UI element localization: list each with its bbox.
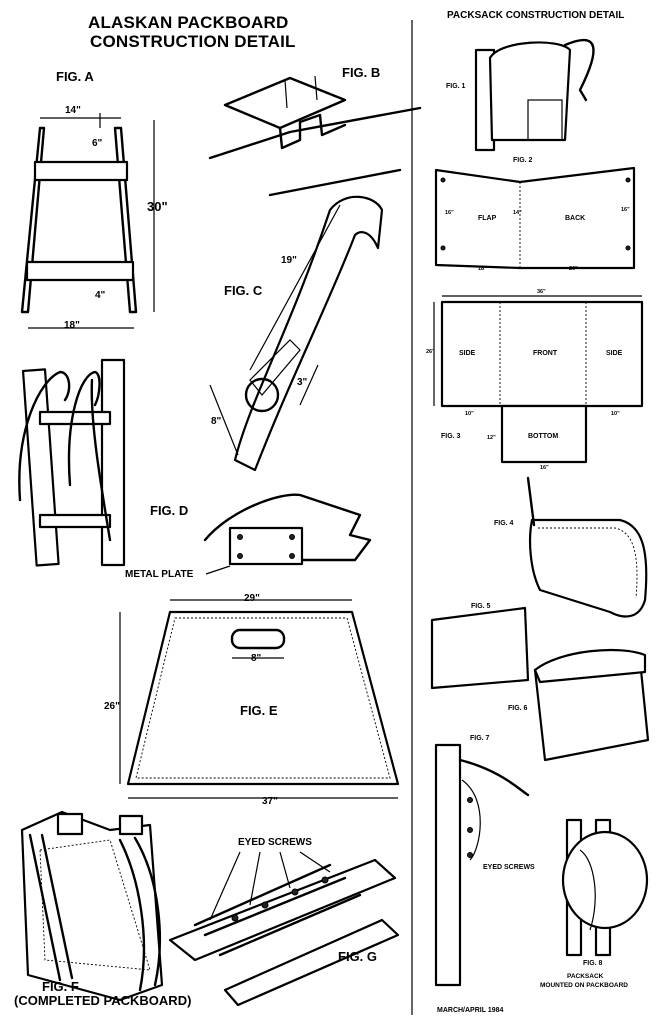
fig2-dim-bottom-right: 26" (569, 266, 578, 272)
fig8-caption-2: MOUNTED ON PACKBOARD (540, 982, 628, 989)
fig-5-label: FIG. 5 (471, 603, 491, 610)
fig-c-label: FIG. C (224, 283, 263, 298)
fig-7-label: FIG. 7 (470, 735, 490, 742)
dim-e-bottom: 37" (262, 796, 278, 807)
metal-plate-label: METAL PLATE (125, 569, 194, 580)
fig2-dim-mid: 14" (513, 210, 522, 216)
fig3-dim-top: 36" (537, 289, 546, 295)
fig3-front: FRONT (533, 350, 558, 357)
fig-6-pocket (533, 648, 650, 762)
fig-e-panel (119, 599, 400, 799)
fig-7-attach (434, 743, 530, 987)
fig-c-strap (209, 195, 384, 472)
fig8-caption-1: PACKSACK (567, 973, 604, 980)
main-title-line1: ALASKAN PACKBOARD (88, 13, 289, 32)
fig-2-pattern (434, 166, 636, 270)
fig2-back-label: BACK (565, 215, 586, 222)
fig-3-label: FIG. 3 (441, 433, 461, 440)
fig-8-mounted (561, 818, 649, 957)
eyed-screws-right-label: EYED SCREWS (483, 864, 535, 871)
fig-4-sewing (526, 476, 648, 618)
fig-8-label: FIG. 8 (583, 960, 603, 967)
packsack-title: PACKSACK CONSTRUCTION DETAIL (447, 10, 625, 21)
fig-g-label: FIG. G (338, 949, 377, 964)
dim-c-loop: 8" (211, 416, 222, 427)
fig3-dim-bl: 10" (465, 411, 474, 417)
fig-a-label: FIG. A (56, 69, 94, 84)
dim-a-top: 14" (65, 105, 81, 116)
fig-1-packsack (474, 38, 595, 152)
fig-g-eyed-screws (168, 851, 400, 1007)
fig2-dim-right: 16" (621, 207, 630, 213)
fig-1-label: FIG. 1 (446, 83, 466, 90)
fig-f-caption: (COMPLETED PACKBOARD) (14, 993, 192, 1008)
fig2-dim-left: 16" (445, 210, 454, 216)
fig-b-label: FIG. B (342, 65, 381, 80)
fig-3-pattern (433, 295, 644, 464)
fig3-dim-br: 10" (611, 411, 620, 417)
main-title-line2: CONSTRUCTION DETAIL (90, 32, 296, 51)
fig3-bottom: BOTTOM (528, 433, 559, 440)
fig2-dim-bottom-left: 18" (478, 266, 487, 272)
fig-f-completed-packboard (20, 810, 164, 1002)
dim-c-buckle: 3" (297, 377, 308, 388)
dim-a-lower: 4" (95, 290, 106, 301)
fig-5-panel (430, 606, 530, 690)
fig-d-metal-plate (203, 493, 372, 575)
fig3-dim-bottom-h: 12" (487, 435, 496, 441)
fig-6-label: FIG. 6 (508, 705, 528, 712)
dim-e-handle: 8" (251, 653, 262, 664)
dim-a-bottom: 18" (64, 320, 80, 331)
packboard-side-view (18, 358, 126, 567)
fig-4-label: FIG. 4 (494, 520, 514, 527)
dim-a-upper: 6" (92, 138, 103, 149)
dim-c-strap: 19" (281, 255, 297, 266)
fig-b-joint (208, 75, 422, 197)
fig-2-label: FIG. 2 (513, 157, 533, 164)
fig-f-label: FIG. F (42, 979, 79, 994)
fig3-side-right: SIDE (606, 350, 623, 357)
dim-a-height: 30" (147, 199, 168, 214)
fig-e-label: FIG. E (240, 703, 278, 718)
fig3-dim-bottom-w: 16" (540, 465, 549, 471)
fig3-side-left: SIDE (459, 350, 476, 357)
fig2-flap-label: FLAP (478, 215, 497, 222)
fig3-dim-left: 26" (426, 349, 435, 355)
dim-e-height: 26" (104, 701, 120, 712)
footer-date: MARCH/APRIL 1984 (437, 1007, 504, 1014)
fig-d-label: FIG. D (150, 503, 189, 518)
fig-a-frame (20, 113, 155, 329)
dim-e-top: 29" (244, 593, 260, 604)
eyed-screws-left-label: EYED SCREWS (238, 837, 312, 848)
